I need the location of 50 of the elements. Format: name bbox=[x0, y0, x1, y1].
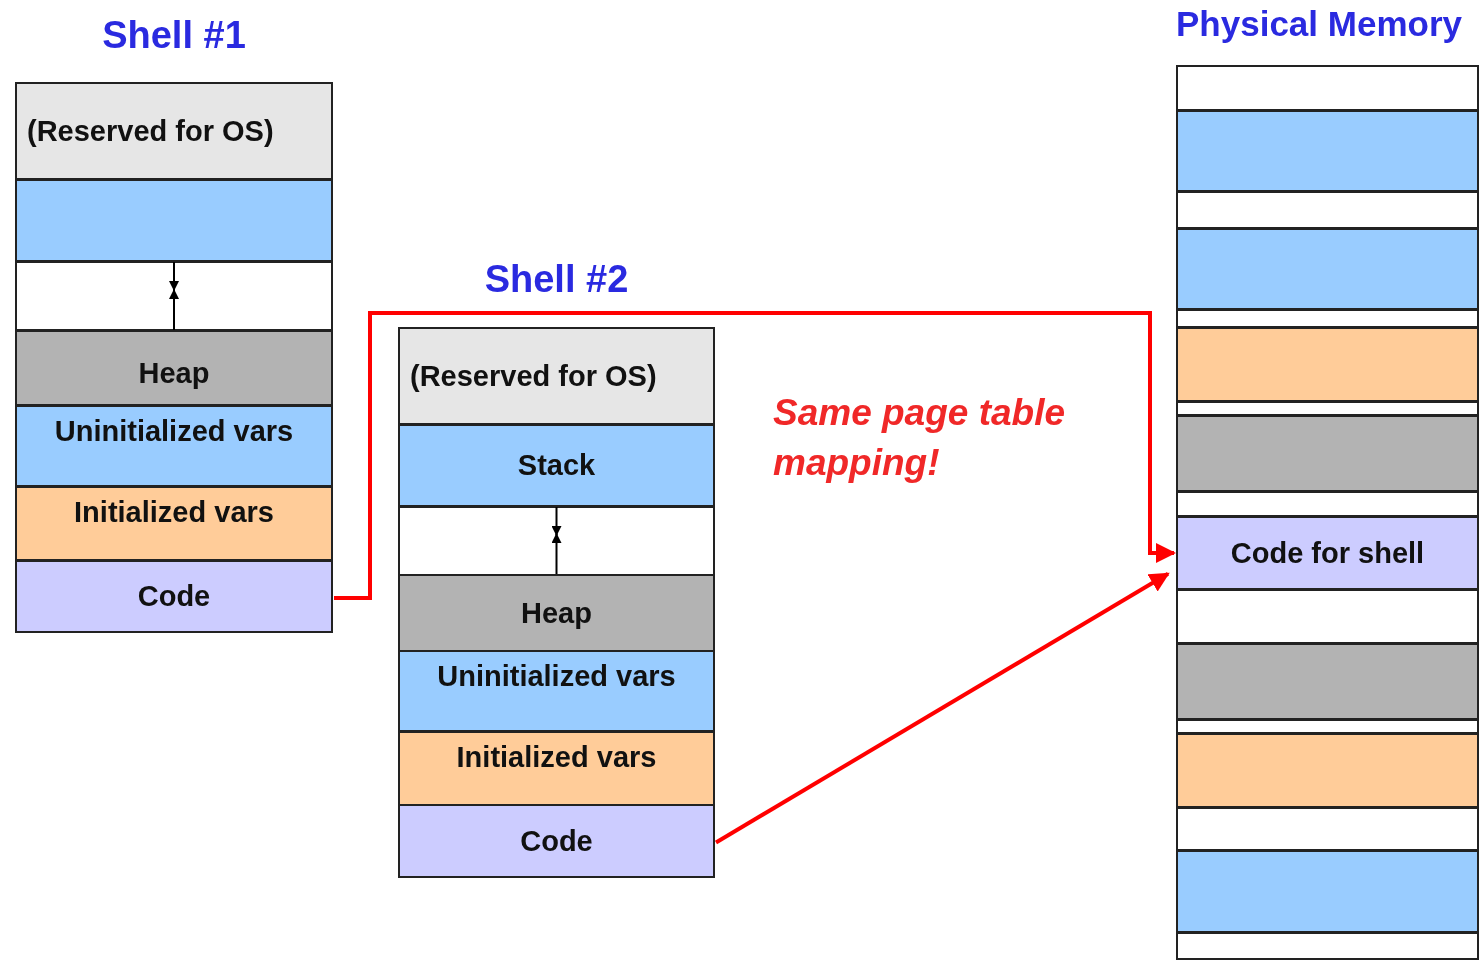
growth-arrow bbox=[551, 506, 562, 536]
segment-label: Code bbox=[137, 580, 211, 613]
memory-segment bbox=[1176, 589, 1479, 644]
memory-segment bbox=[398, 506, 715, 576]
memory-segment bbox=[398, 650, 715, 732]
memory-segment bbox=[398, 804, 715, 878]
segment-label: (Reserved for OS) bbox=[27, 114, 274, 148]
memory-segment bbox=[1176, 327, 1479, 402]
growth-arrow bbox=[551, 533, 562, 575]
segment-label: Uninitialized vars bbox=[54, 415, 294, 448]
growth-arrow bbox=[169, 289, 179, 331]
memory-segment bbox=[1176, 228, 1479, 310]
memory-segment bbox=[1176, 643, 1479, 720]
column-title: Physical Memory bbox=[1176, 4, 1463, 44]
memory-segment bbox=[15, 261, 333, 331]
memory-segment bbox=[1176, 516, 1479, 590]
memory-segment bbox=[1176, 932, 1479, 960]
segment-label: Initialized vars bbox=[74, 496, 274, 529]
memory-segment bbox=[1176, 415, 1479, 492]
mapping-arrow bbox=[334, 311, 1176, 600]
memory-segment bbox=[398, 574, 715, 652]
memory-segment bbox=[15, 82, 333, 180]
memory-segment bbox=[1176, 733, 1479, 808]
segment-label: Code for shell bbox=[1230, 536, 1425, 570]
memory-segment bbox=[1176, 491, 1479, 517]
memory-segment bbox=[398, 327, 715, 425]
memory-segment bbox=[15, 486, 333, 561]
mapping-arrow bbox=[714, 572, 1170, 845]
memory-segment bbox=[1176, 850, 1479, 933]
memory-segment bbox=[398, 731, 715, 806]
segment-label: Uninitialized vars bbox=[437, 660, 676, 693]
growth-arrow bbox=[169, 261, 179, 291]
memory-segment bbox=[15, 330, 333, 406]
segment-label: Heap bbox=[138, 357, 210, 390]
memory-segment bbox=[15, 179, 333, 262]
memory-segment bbox=[15, 405, 333, 487]
memory-segment bbox=[1176, 65, 1479, 111]
column-title: Shell #2 bbox=[483, 258, 630, 301]
column-title: Shell #1 bbox=[101, 14, 247, 57]
memory-segment bbox=[398, 424, 715, 507]
memory-segment bbox=[15, 560, 333, 633]
segment-label: Heap bbox=[521, 596, 592, 630]
segment-label: Stack bbox=[517, 449, 596, 482]
segment-label: Code bbox=[520, 824, 593, 858]
memory-segment bbox=[1176, 191, 1479, 229]
annotation-text: Same page table mapping! bbox=[773, 391, 1066, 485]
segment-label: (Reserved for OS) bbox=[410, 359, 657, 393]
memory-segment bbox=[1176, 110, 1479, 192]
segment-label: Initialized vars bbox=[456, 741, 657, 774]
memory-segment bbox=[1176, 807, 1479, 851]
